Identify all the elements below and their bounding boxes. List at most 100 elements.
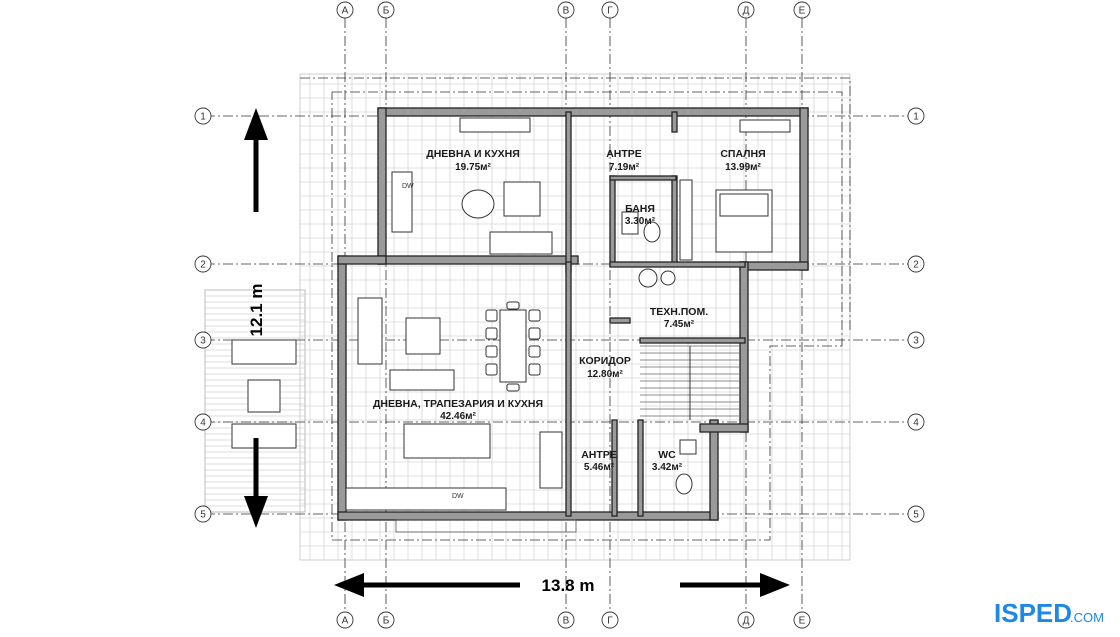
kitchen-counter: [345, 487, 507, 511]
axis-bubble-3: В: [557, 611, 575, 629]
axis-number: 2: [200, 260, 206, 271]
background-grid: [299, 73, 851, 561]
axis-bubble-row-5: 5: [907, 505, 925, 523]
walls: [337, 107, 809, 521]
axis-number: 2: [913, 260, 919, 271]
logo-text: ISPED: [994, 598, 1072, 628]
bath-cabinet: [679, 179, 693, 261]
wc-sink: [679, 439, 697, 455]
dining-table: [499, 309, 527, 383]
front-step: [395, 519, 577, 533]
bed-pillows: [719, 193, 769, 217]
kitchen-counter-upper: [391, 171, 413, 233]
axis-letter: Г: [607, 6, 613, 17]
axis-bubble-5: Д: [737, 1, 755, 19]
axis-bubble-6: Е: [793, 611, 811, 629]
axis-letter: Г: [607, 616, 613, 627]
axis-bubble-2: Б: [377, 1, 395, 19]
boiler: [638, 268, 658, 288]
axis-number: 3: [913, 336, 919, 347]
sofa-left: [357, 297, 383, 365]
room-labels: ДНЕВНА И КУХНЯ 19.75м² АНТРЕ 7.19м² СПАЛ…: [373, 148, 766, 473]
room-name-wc: WC: [658, 449, 676, 461]
sofa-upper-2: [489, 231, 553, 255]
axis-letter: В: [563, 6, 570, 17]
arrow-left-icon: [334, 573, 364, 597]
staircase: [640, 345, 740, 420]
room-area-entry-upper: 7.19м²: [609, 162, 640, 173]
wc-toilet: [675, 473, 693, 495]
arrow-down-icon: [244, 496, 268, 528]
dining-chairs: [485, 301, 541, 392]
roof-outline: [300, 77, 851, 541]
axis-lines: [205, 18, 915, 610]
axis-bubble-6: Е: [793, 1, 811, 19]
axis-bubble-1: А: [336, 611, 354, 629]
axis-bubble-row-1: 1: [907, 107, 925, 125]
room-name-tech-room: ТЕХН.ПОМ.: [650, 306, 708, 318]
axis-bubble-3: В: [557, 1, 575, 19]
axis-bubble-row-5: 5: [194, 505, 212, 523]
room-area-tech-room: 7.45м²: [664, 319, 695, 330]
axis-number: 1: [200, 112, 206, 123]
room-area-corridor: 12.80м²: [587, 369, 623, 380]
axis-bubble-row-1: 1: [194, 107, 212, 125]
axis-markers: А А Б Б В В Г Г Д Д Е Е 1 1 2 2 3 3 4 4 5 5: [194, 1, 925, 629]
axis-bubble-5: Д: [737, 611, 755, 629]
axis-letter: А: [342, 616, 349, 627]
wardrobe: [739, 119, 791, 133]
room-area-main-living: 42.46м²: [440, 411, 476, 422]
axis-bubble-row-4: 4: [907, 413, 925, 431]
room-name-bedroom: СПАЛНЯ: [720, 148, 765, 160]
arrow-up-icon: [244, 108, 268, 140]
axis-number: 1: [913, 112, 919, 123]
room-area-bathroom: 3.30м²: [625, 216, 656, 227]
axis-bubble-4: Г: [601, 611, 619, 629]
room-area-bedroom: 13.99м²: [725, 162, 761, 173]
sofa-bottom: [389, 369, 455, 391]
kitchen-island: [403, 423, 491, 459]
dishwasher-label-upper: DW: [402, 183, 414, 190]
axis-letter: В: [563, 616, 570, 627]
axis-letter: Д: [743, 6, 750, 17]
axis-letter: Е: [799, 616, 806, 627]
coffee-table: [405, 317, 441, 355]
axis-number: 5: [913, 510, 919, 521]
pantry: [539, 431, 563, 489]
axis-bubble-2: Б: [377, 611, 395, 629]
dishwasher-label: DW: [452, 493, 464, 500]
axis-number: 4: [913, 418, 919, 429]
room-name-entry-lower: АНТРЕ: [581, 449, 617, 461]
axis-bubble-row-3: 3: [194, 331, 212, 349]
coffee-table-upper: [503, 181, 541, 217]
room-name-bathroom: БАНЯ: [625, 203, 655, 215]
depth-dimension-label: 12.1 m: [247, 284, 266, 337]
room-name-corridor: КОРИДОР: [579, 355, 631, 367]
axis-bubble-1: А: [336, 1, 354, 19]
axis-bubble-row-3: 3: [907, 331, 925, 349]
room-name-living-kitchen-upper: ДНЕВНА И КУХНЯ: [426, 148, 520, 160]
bath-sink: [621, 211, 639, 235]
axis-letter: Д: [743, 616, 750, 627]
arrow-right-icon: [760, 573, 790, 597]
sofa-upper: [459, 117, 531, 133]
site-logo: ISPED .COM: [992, 586, 1120, 632]
armchair-upper: [461, 189, 495, 219]
axis-letter: Е: [799, 6, 806, 17]
room-area-entry-lower: 5.46м²: [584, 462, 615, 473]
axis-bubble-4: Г: [601, 1, 619, 19]
axis-bubble-row-2: 2: [194, 255, 212, 273]
room-area-living-kitchen-upper: 19.75м²: [455, 162, 491, 173]
terrace-sofa-1: [231, 339, 297, 365]
dimension-width: 13.8 m: [334, 573, 790, 597]
axis-letter: А: [342, 6, 349, 17]
axis-letter: Б: [383, 616, 390, 627]
axis-number: 3: [200, 336, 206, 347]
logo-graphic: ISPED .COM: [992, 594, 1120, 628]
furniture: DW DW: [231, 117, 791, 533]
axis-bubble-row-4: 4: [194, 413, 212, 431]
dimension-depth: 12.1 m: [244, 108, 268, 528]
room-area-wc: 3.42м²: [652, 462, 683, 473]
tank: [660, 270, 676, 286]
